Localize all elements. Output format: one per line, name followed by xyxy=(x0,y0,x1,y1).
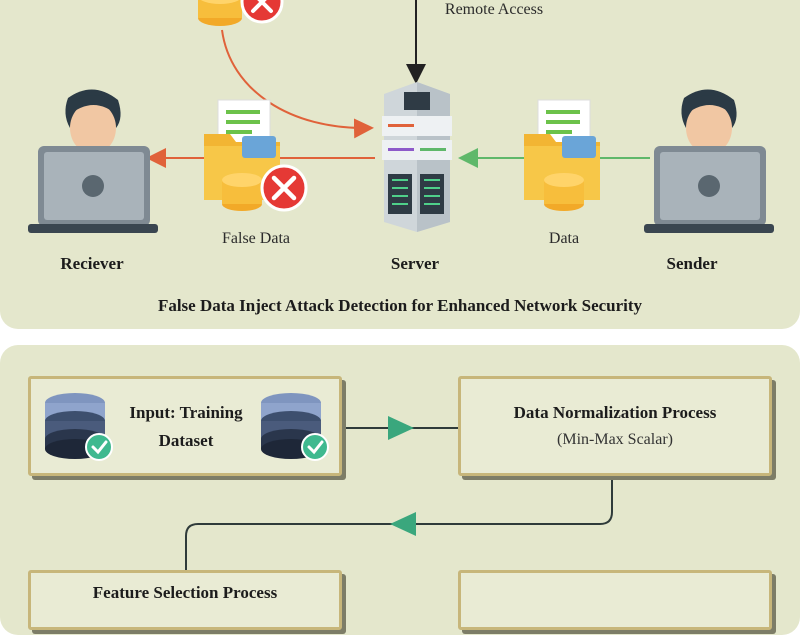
input-card-title-line2: Dataset xyxy=(158,431,214,450)
server-icon xyxy=(382,82,452,232)
attack-diagram-title: False Data Inject Attack Detection for E… xyxy=(157,296,643,315)
false-data-label: False Data xyxy=(222,230,290,247)
remote-access-label: Remote Access xyxy=(444,1,544,18)
input-to-normalization-arrowhead xyxy=(388,416,414,440)
flow-connectors xyxy=(185,416,613,580)
sender-user-icon xyxy=(644,89,774,233)
receiver-user-icon xyxy=(28,89,158,233)
false-data-folder-icon xyxy=(204,99,308,212)
database-check-icon xyxy=(45,393,113,461)
normalization-title: Data Normalization Process xyxy=(513,403,717,422)
input-card-title-line1: Input: Training xyxy=(129,403,243,422)
data-label: Data xyxy=(548,230,580,247)
normalization-to-feature-arrowhead xyxy=(390,512,416,536)
data-folder-icon xyxy=(524,99,600,211)
database-check-icon xyxy=(261,393,329,461)
feature-selection-title: Feature Selection Process xyxy=(92,583,278,602)
malicious-database-icon xyxy=(198,0,284,26)
data-normalization-card: Data Normalization Process (Min-Max Scal… xyxy=(458,376,772,476)
next-process-card xyxy=(458,570,772,630)
receiver-label: Reciever xyxy=(60,254,124,273)
feature-selection-card: Feature Selection Process xyxy=(28,570,342,630)
server-label: Server xyxy=(390,254,440,273)
sender-label: Sender xyxy=(666,254,718,273)
normalization-subtitle: (Min-Max Scalar) xyxy=(557,431,673,448)
input-training-dataset-card: Input: Training Dataset xyxy=(28,376,342,476)
